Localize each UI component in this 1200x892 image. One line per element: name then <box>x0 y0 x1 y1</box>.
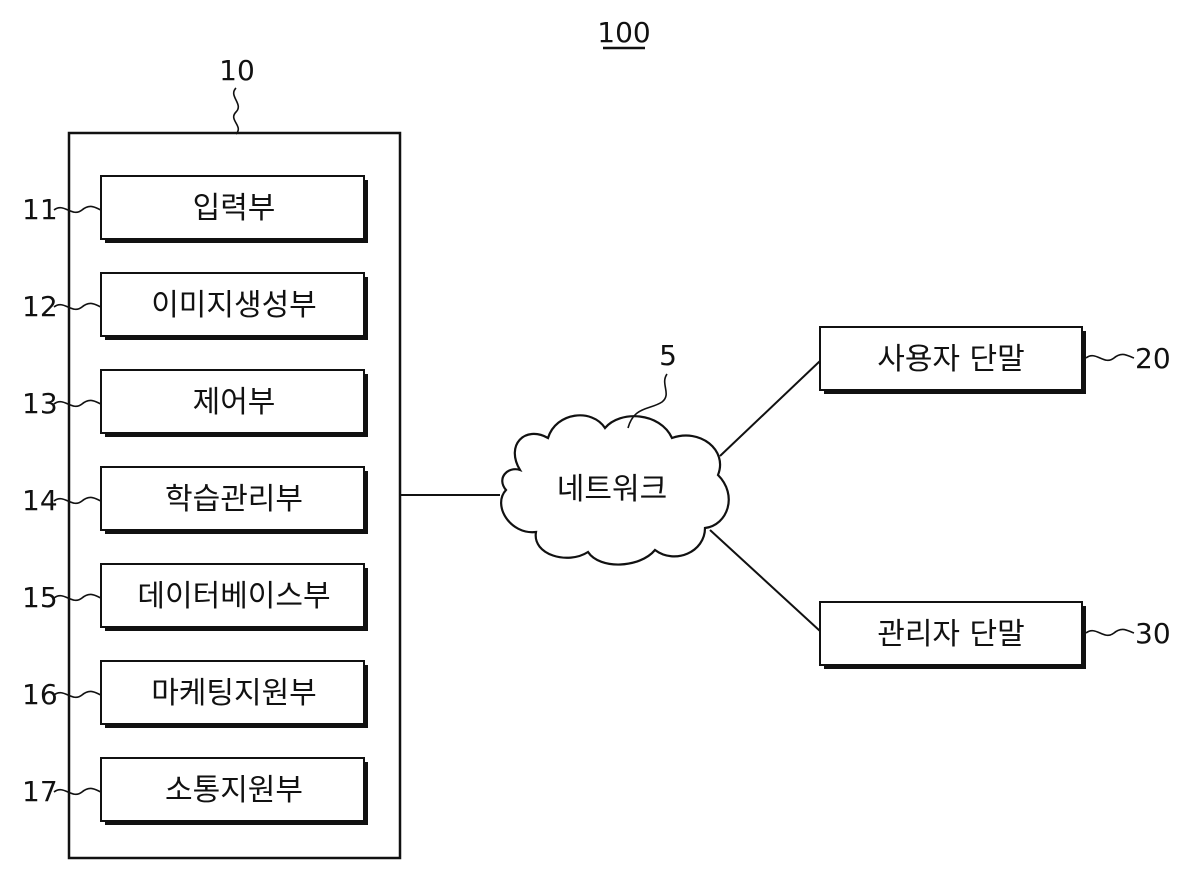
module-ref: 15 <box>22 581 58 614</box>
module-ref-leader <box>54 303 101 309</box>
terminal-label: 관리자 단말 <box>877 617 1025 652</box>
module-database: 데이터베이스부 15 <box>22 564 368 631</box>
module-ref: 11 <box>22 193 58 226</box>
user-terminal: 사용자 단말 20 <box>820 327 1171 394</box>
terminal-ref-leader <box>1086 354 1134 360</box>
module-input: 입력부 11 <box>22 176 368 243</box>
terminal-ref: 30 <box>1135 617 1171 650</box>
module-label: 입력부 <box>193 191 276 226</box>
module-communication-support: 소통지원부 17 <box>22 758 368 825</box>
module-learning-management: 학습관리부 14 <box>22 467 368 534</box>
system-ref-leader <box>234 88 239 134</box>
module-ref-leader <box>54 788 101 794</box>
module-ref-leader <box>54 206 101 212</box>
module-label: 학습관리부 <box>165 482 303 517</box>
admin-terminal: 관리자 단말 30 <box>820 602 1171 669</box>
network-user-terminal-link <box>720 361 820 456</box>
network-admin-terminal-link <box>710 530 820 631</box>
module-ref: 12 <box>22 290 58 323</box>
terminal-label: 사용자 단말 <box>877 342 1025 377</box>
module-ref-leader <box>54 594 101 600</box>
module-label: 마케팅지원부 <box>151 676 317 711</box>
module-ref: 13 <box>22 387 58 420</box>
figure-number: 100 <box>597 16 650 49</box>
system-ref: 10 <box>219 54 255 87</box>
module-control: 제어부 13 <box>22 370 368 437</box>
module-label: 데이터베이스부 <box>137 579 330 614</box>
network-ref: 5 <box>659 339 677 372</box>
terminal-ref: 20 <box>1135 342 1171 375</box>
module-ref-leader <box>54 691 101 697</box>
network-label: 네트워크 <box>557 472 667 507</box>
module-ref-leader <box>54 400 101 406</box>
module-ref-leader <box>54 497 101 503</box>
module-marketing-support: 마케팅지원부 16 <box>22 661 368 728</box>
terminal-ref-leader <box>1086 629 1134 635</box>
network-cloud: 네트워크 5 <box>501 339 729 565</box>
module-ref: 16 <box>22 678 58 711</box>
module-label: 소통지원부 <box>165 773 303 808</box>
module-ref: 14 <box>22 484 58 517</box>
module-ref: 17 <box>22 775 58 808</box>
module-label: 제어부 <box>193 385 276 420</box>
module-image-generation: 이미지생성부 12 <box>22 273 368 340</box>
module-label: 이미지생성부 <box>151 288 317 323</box>
